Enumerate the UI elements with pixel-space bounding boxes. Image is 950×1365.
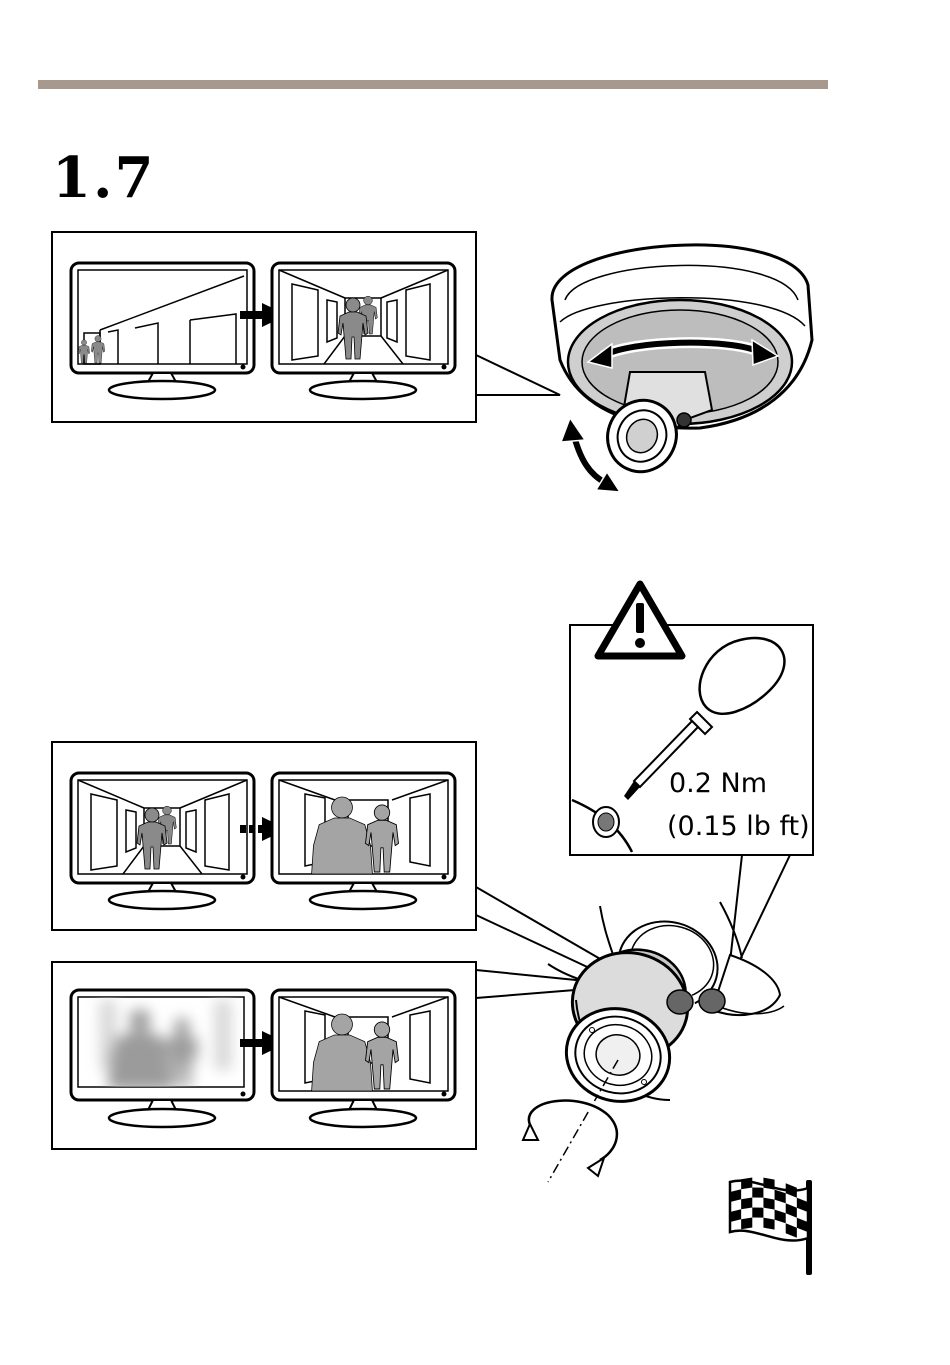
flag-check — [741, 1198, 752, 1210]
flag-check — [763, 1218, 774, 1230]
camera-dome-icon — [552, 245, 812, 483]
flag-check — [763, 1178, 774, 1190]
torque-value-nm: 0.2 Nm — [669, 768, 767, 800]
flag-check — [763, 1198, 774, 1210]
warning-triangle-icon — [598, 584, 682, 656]
aim-panel — [52, 232, 560, 422]
flag-check — [752, 1188, 763, 1198]
flag-check — [752, 1208, 763, 1218]
zoom-panel — [52, 742, 476, 930]
rotate-arrow-icon — [523, 1101, 617, 1176]
flag-check — [741, 1178, 752, 1190]
checkered-flag-icon — [730, 1178, 812, 1275]
focus-panel — [52, 962, 476, 1149]
torque-value-lbft: (0.15 lb ft) — [667, 811, 810, 843]
flag-check — [741, 1218, 752, 1230]
